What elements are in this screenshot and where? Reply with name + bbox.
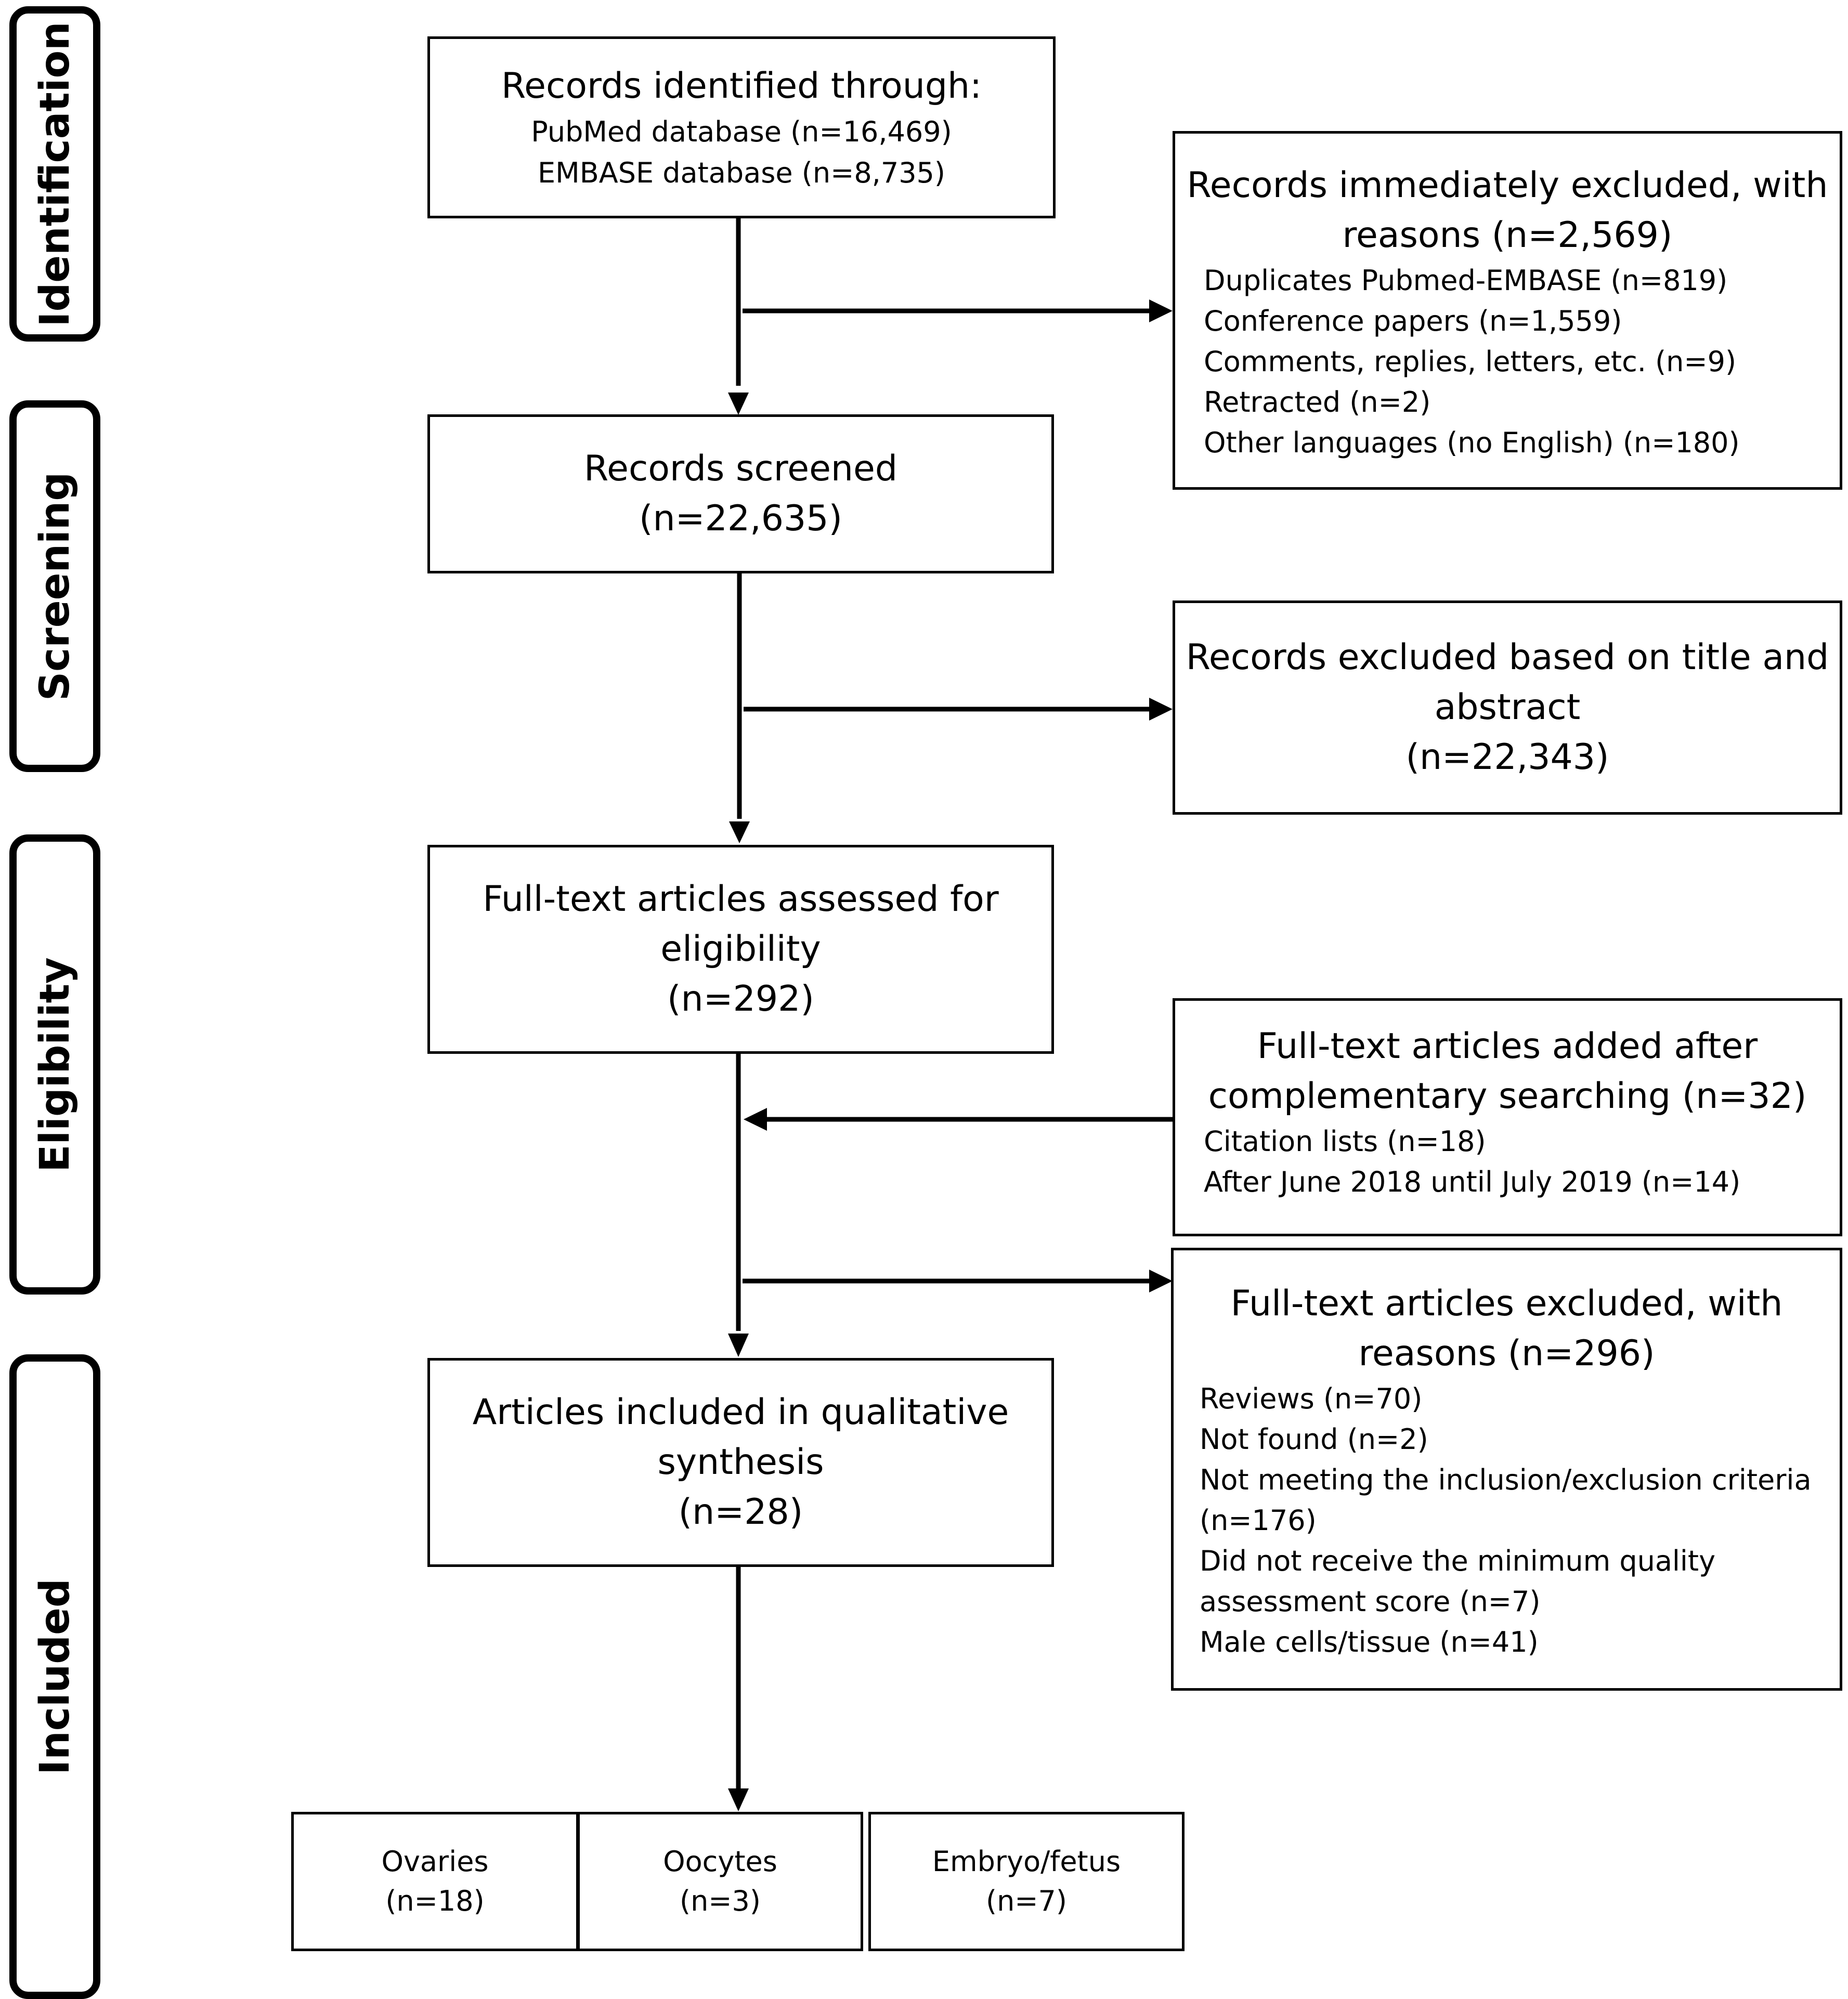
pubmed-count: PubMed database (n=16,469) [531,115,952,148]
phase-included: Included [9,1354,100,1999]
category-count: (n=18) [385,1885,485,1917]
category-count: (n=3) [680,1885,761,1917]
records-screened-box: Records screened (n=22,635) [427,414,1054,573]
fulltext-excluded-title-1: Full-text articles excluded, with [1230,1283,1783,1324]
fulltext-excluded-box: Full-text articles excluded, with reason… [1171,1248,1842,1691]
included-count: (n=28) [678,1492,803,1533]
records-identified-title: Records identified through: [501,66,982,107]
immediately-excluded-box: Records immediately excluded, with reaso… [1173,131,1842,490]
records-screened-title: Records screened [583,448,898,489]
phase-screening: Screening [9,400,100,772]
phase-included-label: Included [31,1578,79,1775]
embase-count: EMBASE database (n=8,735) [538,156,945,189]
fulltext-added-box: Full-text articles added after complemen… [1173,998,1842,1236]
immediately-excluded-title-1: Records immediately excluded, with [1187,165,1828,206]
category-oocytes: Oocytes (n=3) [577,1812,863,1951]
fulltext-exclusion-reason: assessment score (n=7) [1200,1585,1541,1618]
exclusion-reason: Comments, replies, letters, etc. (n=9) [1204,345,1737,378]
excluded-title-abstract-line-1: Records excluded based on title and [1186,637,1829,678]
added-source: Citation lists (n=18) [1204,1125,1486,1158]
fulltext-exclusion-reason: Not found (n=2) [1200,1423,1428,1456]
records-identified-box: Records identified through: PubMed datab… [427,36,1056,218]
fulltext-assessed-box: Full-text articles assessed for eligibil… [427,845,1054,1054]
category-count: (n=7) [986,1885,1067,1917]
included-line-2: synthesis [657,1442,824,1483]
fulltext-added-title-2: complementary searching (n=32) [1208,1076,1807,1117]
added-source: After June 2018 until July 2019 (n=14) [1204,1166,1741,1198]
excluded-title-abstract-box: Records excluded based on title and abst… [1173,600,1842,815]
exclusion-reason: Other languages (no English) (n=180) [1204,426,1740,459]
excluded-title-abstract-count: (n=22,343) [1405,737,1609,778]
fulltext-exclusion-reason: (n=176) [1200,1504,1317,1537]
category-ovaries: Ovaries (n=18) [291,1812,579,1951]
exclusion-reason: Duplicates Pubmed-EMBASE (n=819) [1204,264,1728,297]
fulltext-exclusion-reason: Did not receive the minimum quality [1200,1545,1716,1577]
fulltext-added-title-1: Full-text articles added after [1257,1026,1758,1067]
phase-identification: Identification [9,6,100,342]
fulltext-excluded-title-2: reasons (n=296) [1358,1333,1655,1374]
fulltext-assessed-line-2: eligibility [660,929,821,970]
immediately-excluded-title-2: reasons (n=2,569) [1342,215,1673,256]
category-embryo-fetus: Embryo/fetus (n=7) [868,1812,1185,1951]
phase-eligibility: Eligibility [9,834,100,1295]
records-screened-count: (n=22,635) [639,498,843,539]
exclusion-reason: Conference papers (n=1,559) [1204,305,1622,337]
fulltext-exclusion-reason: Not meeting the inclusion/exclusion crit… [1200,1464,1812,1496]
phase-eligibility-label: Eligibility [31,957,79,1172]
category-name: Ovaries [381,1845,489,1878]
excluded-title-abstract-line-2: abstract [1434,687,1581,728]
included-box: Articles included in qualitative synthes… [427,1358,1054,1567]
phase-screening-label: Screening [31,472,79,701]
category-name: Oocytes [663,1845,777,1878]
category-name: Embryo/fetus [932,1845,1121,1878]
included-line-1: Articles included in qualitative [472,1392,1009,1433]
fulltext-assessed-line-1: Full-text articles assessed for [483,879,999,920]
phase-identification-label: Identification [31,21,79,327]
fulltext-exclusion-reason: Reviews (n=70) [1200,1382,1423,1415]
fulltext-exclusion-reason: Male cells/tissue (n=41) [1200,1626,1539,1658]
fulltext-assessed-count: (n=292) [667,978,814,1020]
exclusion-reason: Retracted (n=2) [1204,386,1431,419]
